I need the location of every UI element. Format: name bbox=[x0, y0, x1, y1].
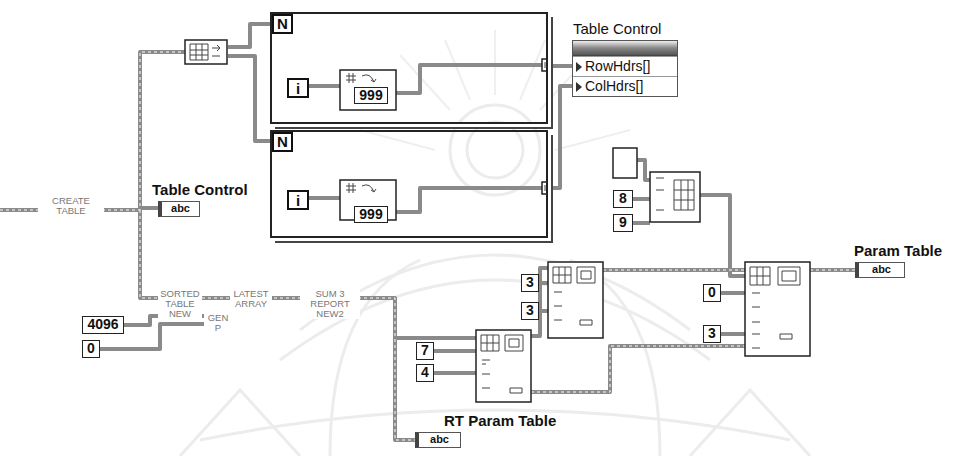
loop-count-terminal: N bbox=[272, 132, 293, 152]
property-node-header bbox=[573, 41, 677, 56]
iteration-terminal: i bbox=[287, 190, 309, 210]
constant-value: 0 bbox=[87, 340, 95, 356]
input-arrow bbox=[576, 82, 582, 92]
initialize-array-icon bbox=[650, 172, 700, 222]
for-loop: Ni 999 bbox=[270, 130, 548, 238]
array-wire bbox=[548, 64, 572, 68]
iteration-label: i bbox=[296, 80, 300, 97]
subvi-label: GEN P bbox=[204, 313, 232, 333]
terminal-label: RT Param Table bbox=[444, 414, 556, 427]
iteration-label: i bbox=[296, 192, 300, 209]
subvi-label: SORTED TABLE NEW bbox=[158, 289, 202, 319]
property-node: Table ControlRowHdrs[]ColHdrs[] bbox=[572, 40, 678, 97]
string-wire bbox=[0, 24, 855, 440]
array-subset-icon bbox=[548, 262, 603, 338]
node-heading: Table Control bbox=[573, 20, 661, 37]
numeric-constant: 3 bbox=[521, 274, 539, 292]
constant-value: 999 bbox=[359, 87, 382, 103]
empty-string-constant bbox=[613, 148, 637, 178]
array-subset-icon bbox=[476, 330, 531, 402]
constant-value: 7 bbox=[421, 342, 429, 358]
numeric-constant: 3 bbox=[521, 302, 539, 320]
array-wire bbox=[548, 86, 572, 188]
constant-value: 4 bbox=[421, 364, 429, 380]
table-terminal: Table Controlabc bbox=[158, 201, 200, 217]
constant-value: 8 bbox=[619, 190, 627, 206]
property-row: ColHdrs[] bbox=[573, 76, 677, 96]
property-name: ColHdrs[] bbox=[585, 78, 643, 94]
constant-value: 3 bbox=[708, 325, 716, 341]
replace-subset-icon bbox=[745, 262, 810, 356]
terminal-type: abc bbox=[171, 202, 190, 214]
array-size-icon bbox=[185, 40, 227, 64]
property-row: RowHdrs[] bbox=[573, 56, 677, 76]
terminal-type: abc bbox=[430, 433, 449, 445]
numeric-constant: 4 bbox=[416, 364, 434, 382]
constant-value: 3 bbox=[526, 302, 534, 318]
subvi-label: SUM 3 REPORT NEW2 bbox=[300, 289, 360, 319]
numeric-constant: 8 bbox=[613, 190, 633, 208]
terminal-label: Table Control bbox=[152, 183, 248, 196]
numeric-constant: 3 bbox=[703, 325, 721, 343]
numeric-constant: 0 bbox=[82, 340, 100, 358]
numeric-constant: 4096 bbox=[82, 316, 124, 334]
numeric-constant: 0 bbox=[703, 284, 721, 302]
for-loop: Ni 999 bbox=[270, 12, 548, 124]
constant-value: 999 bbox=[359, 206, 382, 222]
table-terminal: Param Tableabc bbox=[855, 262, 905, 278]
iteration-terminal: i bbox=[287, 78, 309, 98]
loop-count-terminal: N bbox=[272, 14, 293, 34]
terminal-label: Param Table bbox=[854, 244, 942, 257]
numeric-constant: 7 bbox=[416, 342, 434, 360]
subvi-label: CREATE TABLE bbox=[38, 196, 104, 216]
terminal-type: abc bbox=[872, 263, 891, 275]
input-arrow bbox=[576, 62, 582, 72]
number-to-string-icon bbox=[340, 70, 396, 110]
constant-value: 0 bbox=[708, 284, 716, 300]
numeric-constant: 999 bbox=[354, 206, 388, 223]
subvi-label: LATEST ARRAY bbox=[230, 289, 272, 309]
table-terminal: RT Param Tableabc bbox=[415, 432, 461, 448]
constant-value: 3 bbox=[526, 274, 534, 290]
property-name: RowHdrs[] bbox=[585, 58, 650, 74]
numeric-constant: 9 bbox=[613, 214, 633, 232]
constant-value: 9 bbox=[619, 214, 627, 230]
numeric-constant: 999 bbox=[354, 87, 388, 104]
constant-value: 4096 bbox=[87, 316, 118, 332]
